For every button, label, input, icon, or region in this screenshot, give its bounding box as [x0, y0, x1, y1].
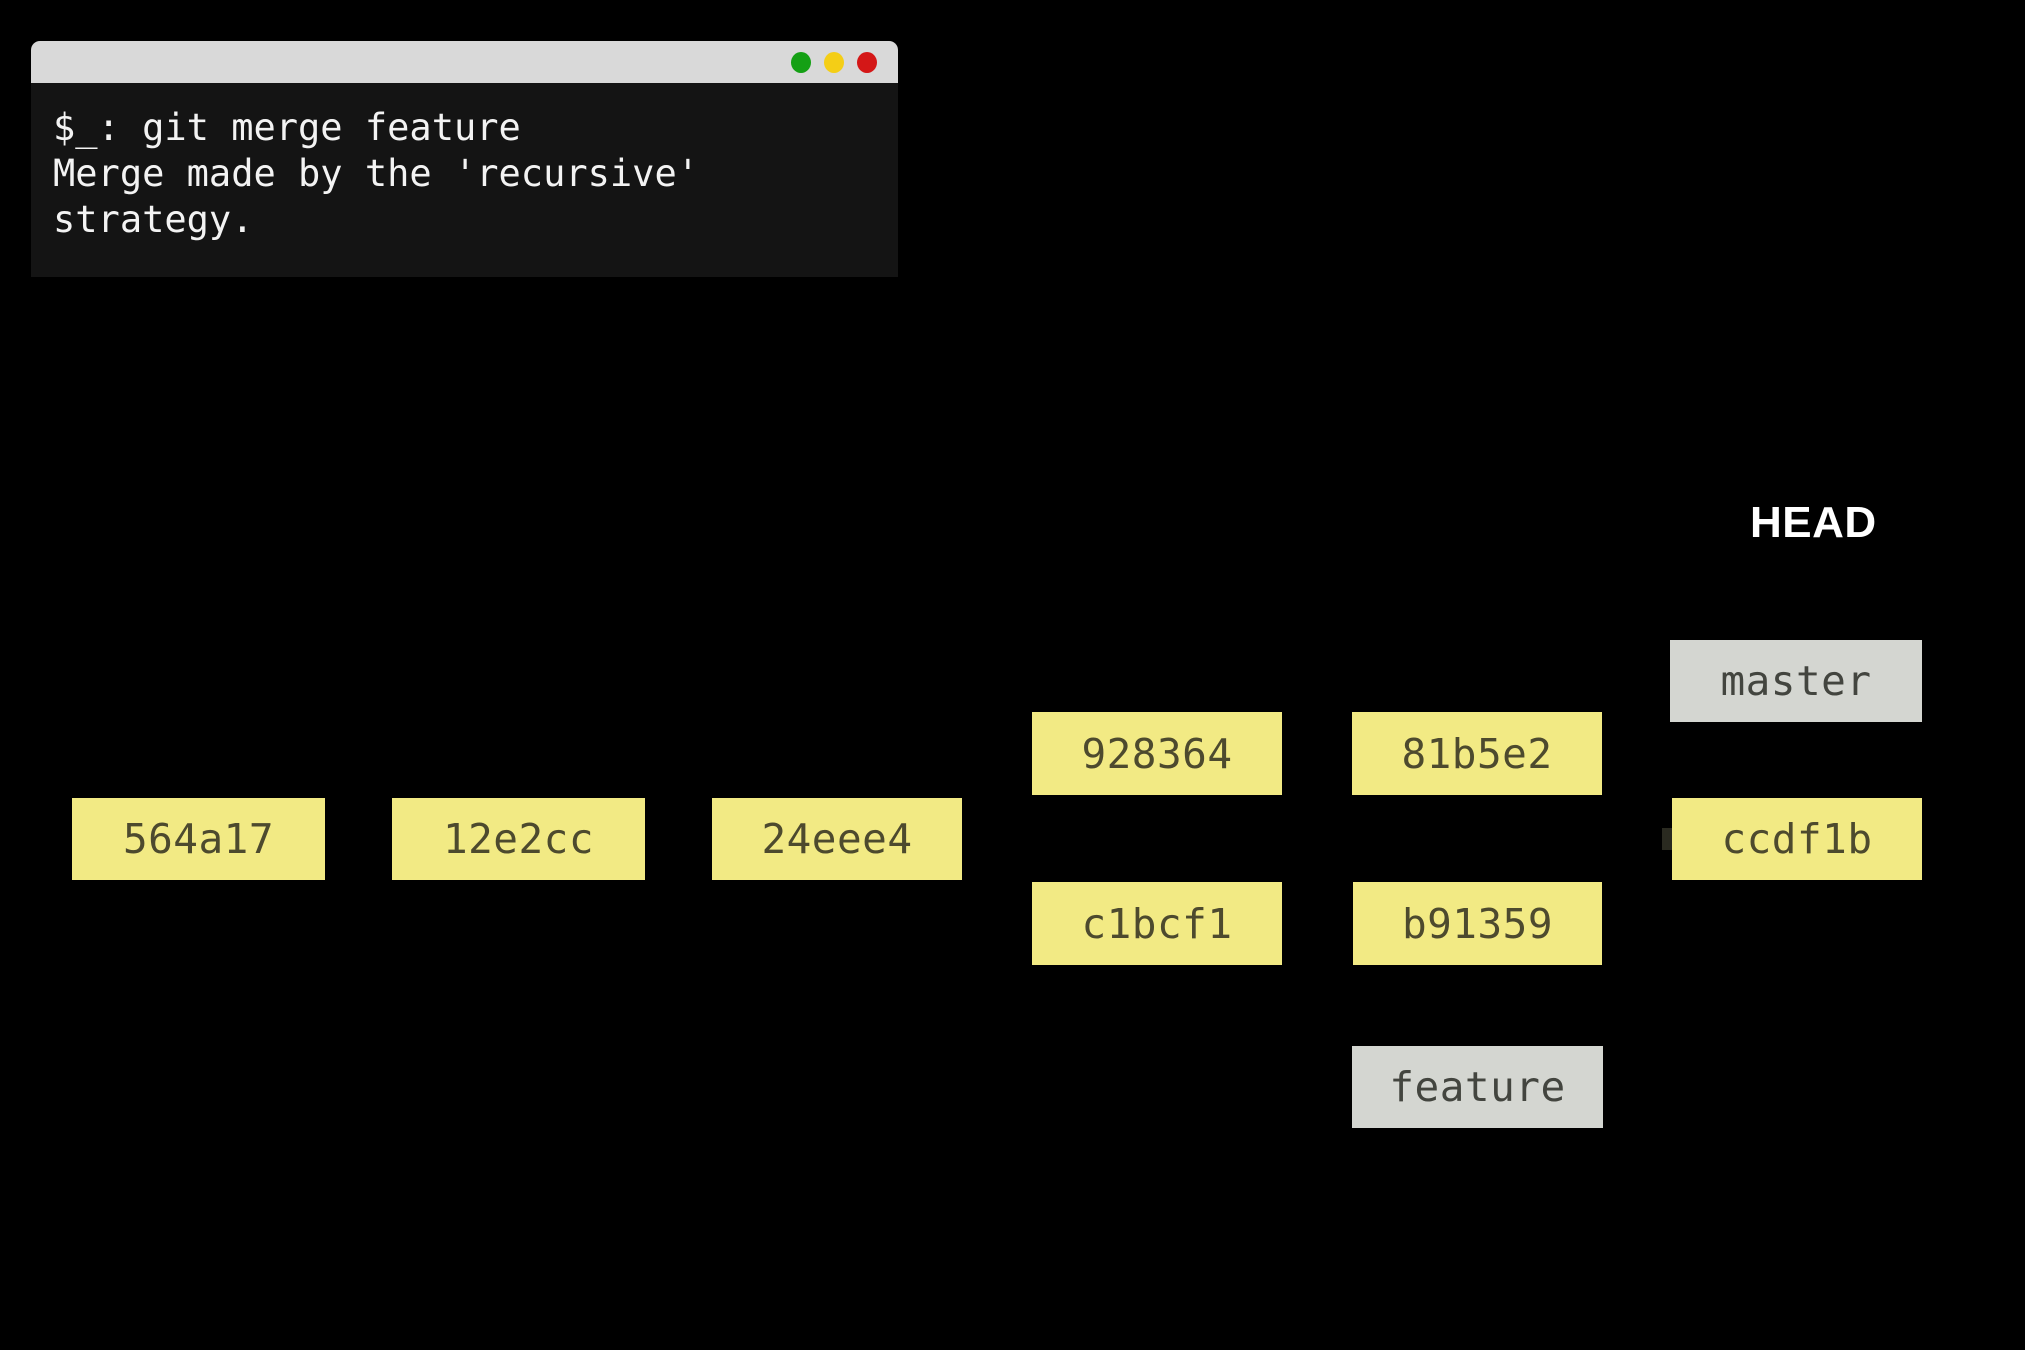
window-controls: [791, 52, 877, 73]
commit-node-b91359[interactable]: b91359: [1353, 882, 1602, 965]
maximize-button-icon[interactable]: [824, 52, 844, 73]
commit-node-24eee4[interactable]: 24eee4: [712, 798, 962, 880]
branch-label-master[interactable]: master: [1670, 640, 1922, 722]
head-pointer-label: HEAD: [1750, 498, 1877, 547]
branch-label-feature[interactable]: feature: [1352, 1046, 1603, 1128]
terminal-titlebar[interactable]: [31, 41, 898, 83]
edge-fragment-into-ccdf1b: [1662, 828, 1672, 850]
minimize-button-icon[interactable]: [791, 52, 811, 73]
commit-node-12e2cc[interactable]: 12e2cc: [392, 798, 645, 880]
commit-node-ccdf1b[interactable]: ccdf1b: [1672, 798, 1922, 880]
terminal-window: $_: git merge feature Merge made by the …: [31, 41, 898, 277]
terminal-line-output-1: Merge made by the 'recursive': [53, 152, 700, 195]
terminal-line-command: $_: git merge feature: [53, 106, 521, 149]
commit-node-c1bcf1[interactable]: c1bcf1: [1032, 882, 1282, 965]
commit-node-81b5e2[interactable]: 81b5e2: [1352, 712, 1602, 795]
terminal-body[interactable]: $_: git merge feature Merge made by the …: [31, 83, 898, 277]
terminal-line-output-2: strategy.: [53, 198, 254, 241]
commit-node-928364[interactable]: 928364: [1032, 712, 1282, 795]
commit-node-564a17[interactable]: 564a17: [72, 798, 325, 880]
close-button-icon[interactable]: [857, 52, 877, 73]
